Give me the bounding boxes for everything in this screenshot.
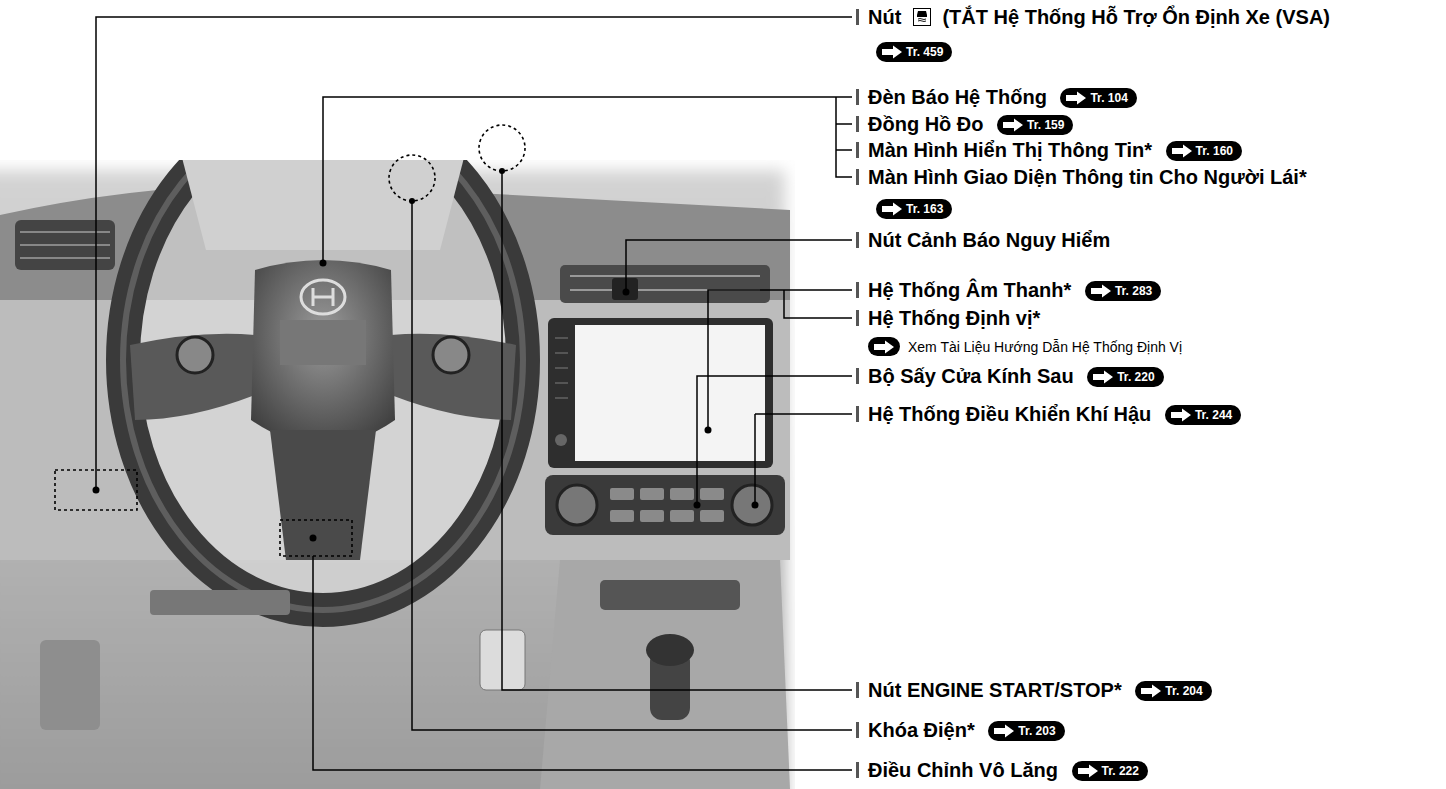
page-reference: Tr. 203 [988, 721, 1064, 741]
part-name: Hệ Thống Định vị* [868, 307, 1040, 329]
part-name: Khóa Điện* [868, 719, 975, 741]
arrow-icon [1140, 684, 1162, 698]
callout-label: Màn Hình Giao Diện Thông tin Cho Người L… [868, 164, 1307, 190]
vsa-off-icon [913, 8, 931, 26]
page-reference: Tr. 244 [1165, 405, 1241, 425]
part-name: Màn Hình Giao Diện Thông tin Cho Người L… [868, 166, 1307, 188]
page-reference: Tr. 283 [1085, 281, 1161, 301]
page-reference: Tr. 163 [876, 199, 952, 219]
callout-label: Nút ENGINE START/STOP* Tr. 204 [868, 677, 1212, 703]
page-reference: Tr. 160 [1166, 141, 1242, 161]
part-name: Hệ Thống Âm Thanh* [868, 279, 1071, 301]
page-reference: Tr. 104 [1060, 88, 1136, 108]
arrow-icon [1170, 408, 1192, 422]
part-name: Điều Chỉnh Vô Lăng [868, 759, 1058, 781]
page-reference: Tr. 204 [1135, 681, 1211, 701]
reference-arrow [868, 337, 900, 356]
part-name: Hệ Thống Điều Khiển Khí Hậu [868, 403, 1151, 425]
page-reference: Tr. 459 [876, 42, 952, 62]
arrow-icon [881, 45, 903, 59]
callout-label: Hệ Thống Định vị* [868, 305, 1040, 331]
page-reference: Tr. 159 [997, 115, 1073, 135]
part-name: Nút [868, 6, 901, 28]
callout-label: Hệ Thống Điều Khiển Khí Hậu Tr. 244 [868, 401, 1241, 427]
part-name: Bộ Sấy Cửa Kính Sau [868, 365, 1074, 387]
arrow-icon [1002, 118, 1024, 132]
callout-label: Điều Chỉnh Vô Lăng Tr. 222 [868, 757, 1148, 783]
arrow-icon [1077, 764, 1099, 778]
part-name: Đèn Báo Hệ Thống [868, 86, 1047, 108]
part-name: Nút ENGINE START/STOP* [868, 679, 1122, 701]
callout-label: Tr. 163 [868, 195, 952, 221]
page-reference: Tr. 222 [1072, 761, 1148, 781]
arrow-icon [873, 340, 895, 354]
callout-label: Hệ Thống Âm Thanh* Tr. 283 [868, 277, 1161, 303]
callout-label: Đồng Hồ Đo Tr. 159 [868, 111, 1073, 137]
callout-label: Nút Cảnh Báo Nguy Hiểm [868, 227, 1110, 253]
arrow-icon [1092, 370, 1114, 384]
arrow-icon [1065, 91, 1087, 105]
arrow-icon [1090, 284, 1112, 298]
arrow-icon [881, 202, 903, 216]
callout-label: Xem Tài Liệu Hướng Dẫn Hệ Thống Định Vị [868, 332, 1182, 360]
callout-label: Nút (TẮT Hệ Thống Hỗ Trợ Ổn Định Xe (VSA… [868, 0, 1358, 68]
part-name: (TẮT Hệ Thống Hỗ Trợ Ổn Định Xe (VSA) [942, 6, 1330, 28]
part-name: Đồng Hồ Đo [868, 113, 984, 135]
page-reference: Tr. 220 [1087, 367, 1163, 387]
callout-label: Khóa Điện* Tr. 203 [868, 717, 1065, 743]
part-name: Màn Hình Hiển Thị Thông Tin* [868, 139, 1152, 161]
callout-label: Bộ Sấy Cửa Kính Sau Tr. 220 [868, 363, 1164, 389]
note-text: Xem Tài Liệu Hướng Dẫn Hệ Thống Định Vị [908, 339, 1182, 355]
arrow-icon [993, 724, 1015, 738]
callout-label: Màn Hình Hiển Thị Thông Tin* Tr. 160 [868, 137, 1242, 163]
arrow-icon [1171, 144, 1193, 158]
callout-label: Đèn Báo Hệ Thống Tr. 104 [868, 84, 1137, 110]
part-name: Nút Cảnh Báo Nguy Hiểm [868, 229, 1110, 251]
